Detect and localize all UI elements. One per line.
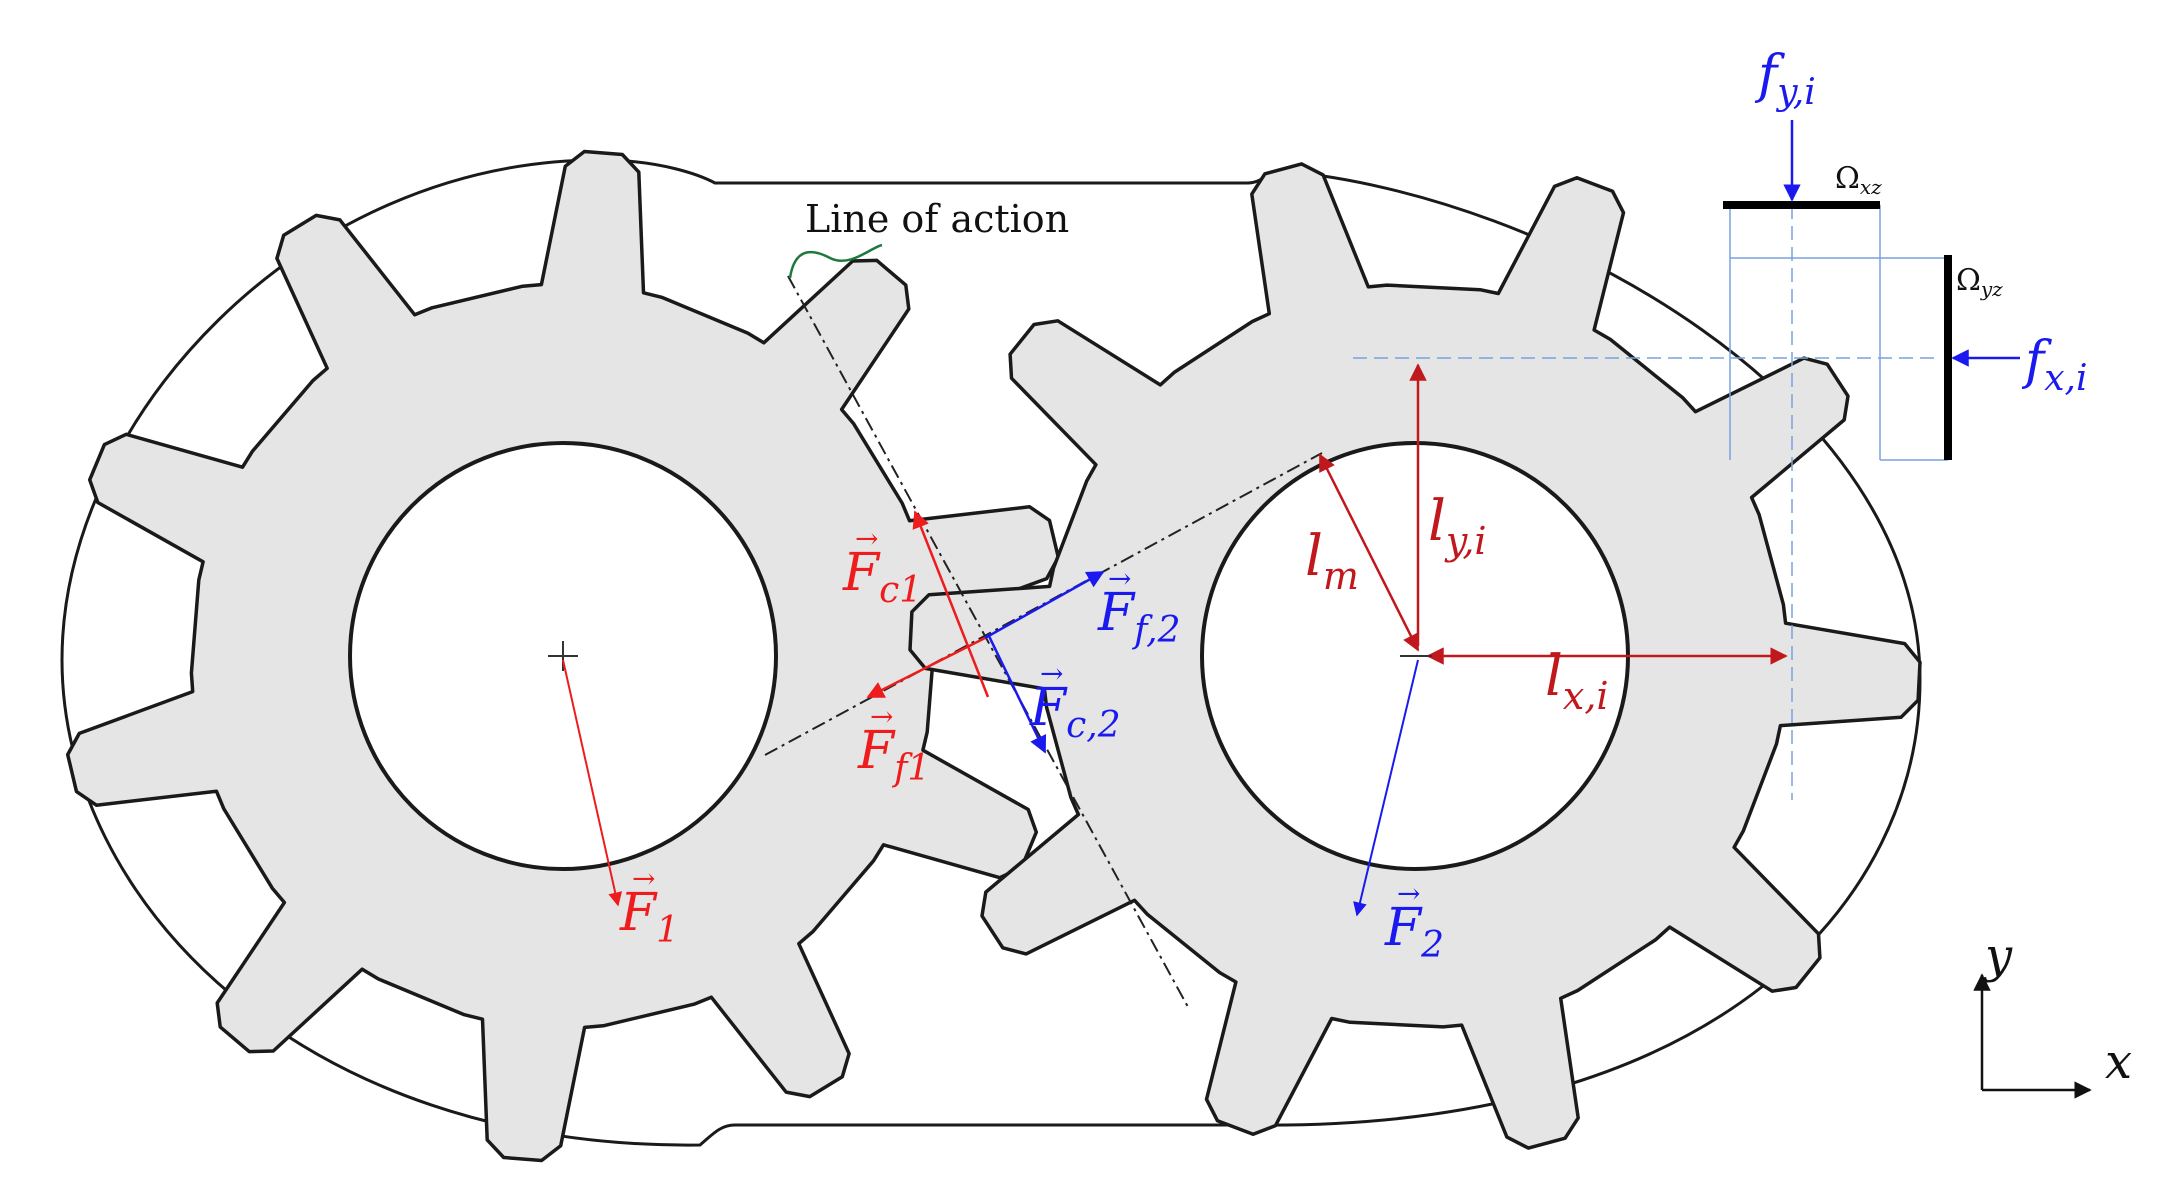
f2-vector-mark: → xyxy=(1397,877,1420,910)
axis-x-label: x xyxy=(2105,1034,2132,1090)
pump-housing xyxy=(60,158,1922,1147)
fc2-arrow xyxy=(986,633,1047,754)
f1-label: F1 xyxy=(619,883,679,951)
ff1-vector-mark: → xyxy=(870,700,893,733)
projection-lines xyxy=(1353,205,1948,800)
ff1-arrow xyxy=(866,636,986,699)
omega-yz-label: Ωyz xyxy=(1956,263,2003,301)
line-of-action-label: Line of action xyxy=(805,197,1069,241)
left-center-mark xyxy=(548,641,578,671)
fc2-label: Fc,2 xyxy=(1029,678,1121,746)
ff2-vector-mark: → xyxy=(1108,562,1131,595)
line-of-action xyxy=(787,275,1189,1008)
fxi-label: fx,i xyxy=(2021,331,2088,399)
f2-label: F2 xyxy=(1384,898,1444,966)
fc2-vector-mark: → xyxy=(1040,657,1063,690)
fc1-vector-mark: → xyxy=(855,522,878,555)
f2-arrow xyxy=(1353,659,1419,917)
ff1-label: Ff1 xyxy=(857,721,930,789)
fc1-label: Fc1 xyxy=(842,543,922,611)
line-of-action-leader xyxy=(788,243,883,279)
lxi-label: lx,i xyxy=(1545,644,1609,718)
axis-y-label: y xyxy=(1983,928,2013,984)
f1-vector-mark: → xyxy=(632,862,655,895)
ff2-label: Ff,2 xyxy=(1097,583,1180,651)
f1-arrow xyxy=(562,659,623,907)
lyi-label: ly,i xyxy=(1428,489,1487,563)
lm-arrow xyxy=(1318,453,1420,652)
omega-xz-label: Ωxz xyxy=(1835,161,1882,199)
lm-label: lm xyxy=(1305,524,1359,598)
fc1-arrow xyxy=(912,510,990,698)
ff2-arrow xyxy=(984,570,1105,640)
fyi-label: fy,i xyxy=(1754,45,1816,113)
coordinate-axes: y x xyxy=(1973,928,2132,1099)
